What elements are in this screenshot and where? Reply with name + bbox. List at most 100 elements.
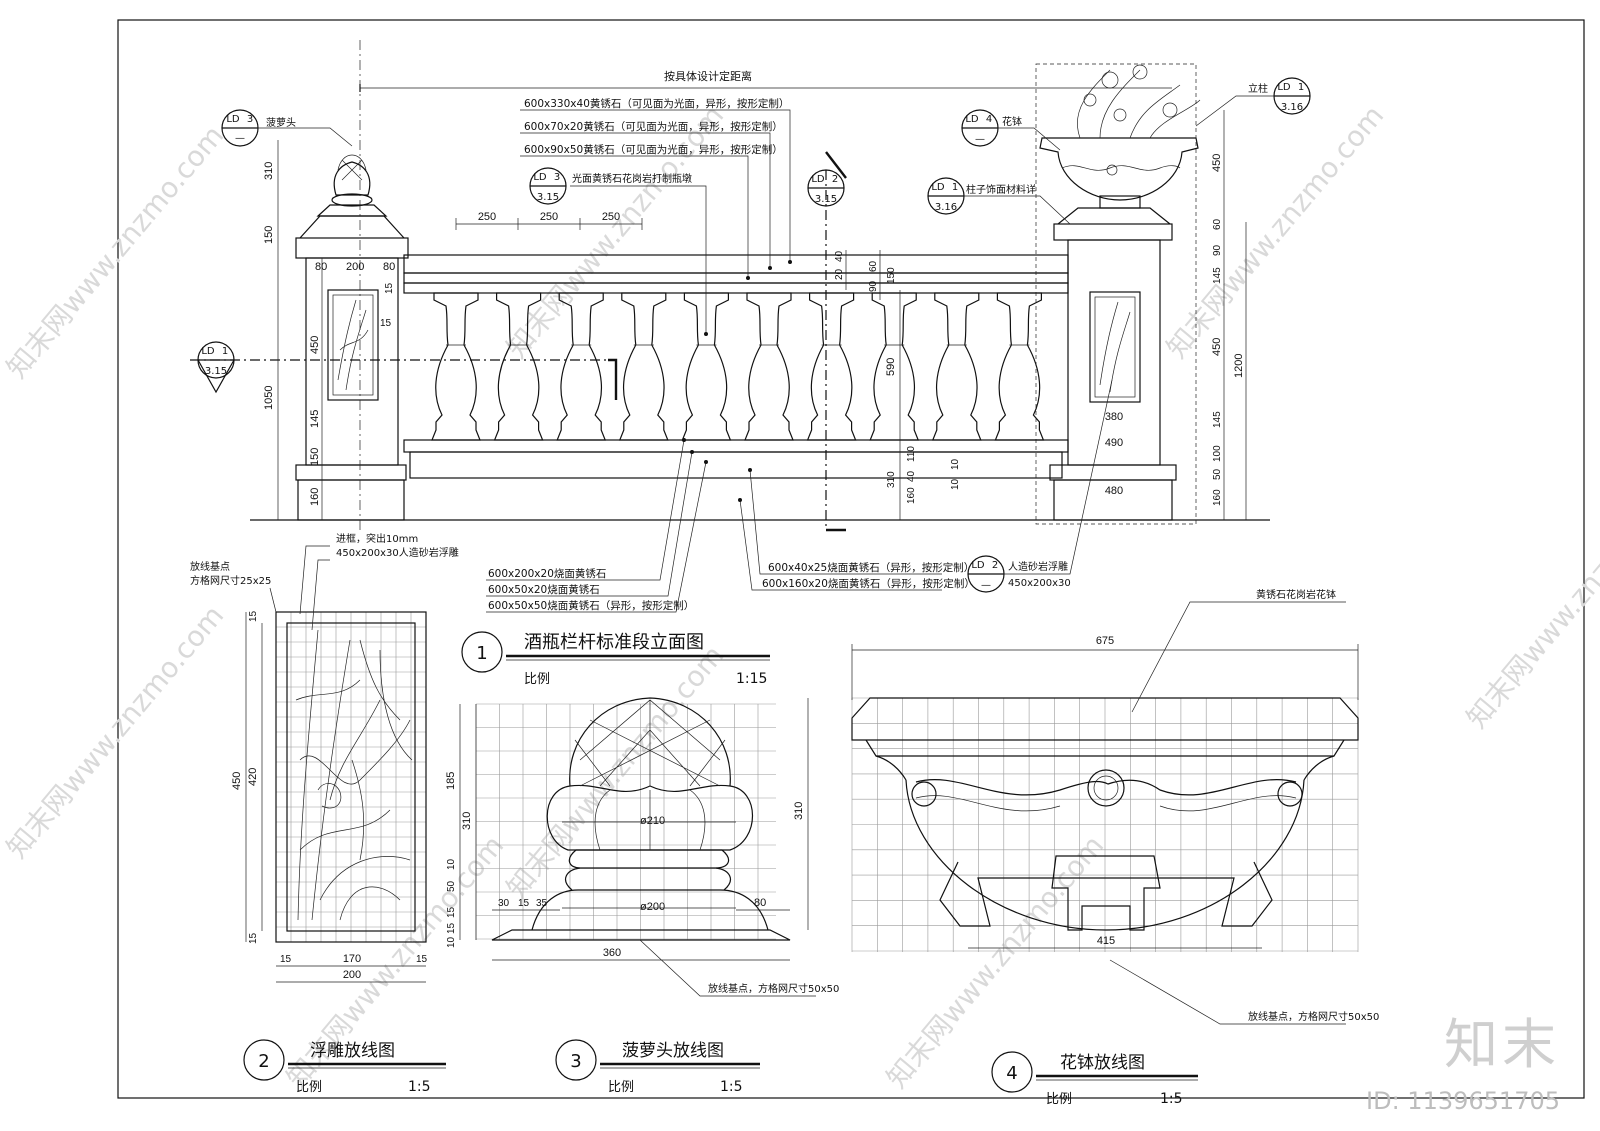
- svg-text:10: 10: [446, 936, 457, 948]
- svg-text:3: 3: [247, 114, 253, 125]
- svg-text:40: 40: [834, 250, 845, 262]
- ref-post-finish: LD 1 3.16 柱子饰面材料详: [927, 177, 1071, 225]
- svg-text:知末网www.znzmo.com: 知末网www.znzmo.com: [1160, 99, 1390, 364]
- svg-text:—: —: [975, 134, 985, 145]
- baluster: [493, 292, 544, 441]
- svg-text:600x160x20烧面黄锈石（异形，按形定制）: 600x160x20烧面黄锈石（异形，按形定制）: [762, 577, 975, 590]
- svg-text:知末网www.znzmo.com: 知末网www.znzmo.com: [0, 599, 230, 864]
- svg-text:60: 60: [868, 260, 879, 272]
- svg-text:按具体设计定距离: 按具体设计定距离: [664, 69, 752, 83]
- svg-text:20: 20: [834, 268, 845, 280]
- title-1: 1 酒瓶栏杆标准段立面图 比例 1:15: [461, 631, 770, 687]
- svg-text:50: 50: [1212, 468, 1223, 480]
- dims-left: 310 150 1050 450 145 150 160 80 200 80 1…: [263, 140, 395, 520]
- dims-top: 250 250 250: [455, 211, 643, 230]
- svg-text:花钵: 花钵: [1002, 115, 1022, 128]
- ref-pineapple: LD 3 — 菠萝头: [221, 109, 353, 147]
- svg-text:花钵放线图: 花钵放线图: [1060, 1053, 1145, 1073]
- svg-text:比例: 比例: [1046, 1092, 1072, 1107]
- svg-text:60: 60: [1212, 218, 1223, 230]
- svg-text:185: 185: [445, 772, 457, 790]
- svg-text:480: 480: [1105, 485, 1123, 497]
- svg-text:柱子饰面材料详: 柱子饰面材料详: [966, 183, 1036, 196]
- svg-text:145: 145: [1212, 267, 1223, 284]
- svg-text:黄锈石花岗岩花钵: 黄锈石花岗岩花钵: [1256, 588, 1336, 601]
- svg-text:LD: LD: [811, 174, 825, 185]
- baluster: [806, 292, 857, 441]
- svg-text:15: 15: [248, 932, 259, 944]
- svg-text:590: 590: [885, 358, 897, 376]
- brand-id: ID: 1139651705: [1366, 1087, 1560, 1115]
- svg-text:675: 675: [1096, 635, 1114, 647]
- ref-left-section: LD 1 3.15: [197, 341, 235, 394]
- svg-text:15: 15: [384, 282, 395, 294]
- svg-text:380: 380: [1105, 411, 1123, 423]
- svg-text:600x90x50黄锈石（可见面为光面，异形，按形定制）: 600x90x50黄锈石（可见面为光面，异形，按形定制）: [524, 143, 783, 156]
- svg-text:LD: LD: [1277, 82, 1291, 93]
- baluster: [431, 292, 481, 441]
- svg-text:600x200x20烧面黄锈石: 600x200x20烧面黄锈石: [488, 567, 606, 580]
- svg-text:80: 80: [754, 897, 766, 909]
- svg-text:1200: 1200: [1233, 354, 1245, 378]
- ref-relief: LD 2 — 人造砂岩浮雕 450x200x30: [967, 379, 1113, 593]
- svg-text:人造砂岩浮雕: 人造砂岩浮雕: [1008, 560, 1068, 573]
- svg-text:ø200: ø200: [640, 901, 665, 913]
- svg-text:40: 40: [906, 470, 917, 482]
- svg-text:知末网www.znzmo.com: 知末网www.znzmo.com: [0, 119, 230, 384]
- svg-text:160: 160: [1212, 489, 1223, 506]
- svg-text:1:15: 1:15: [736, 671, 767, 687]
- svg-text:450x200x30人造砂岩浮雕: 450x200x30人造砂岩浮雕: [336, 546, 459, 559]
- svg-text:知末网www.znzmo.com: 知末网www.znzmo.com: [1460, 469, 1600, 734]
- svg-text:310: 310: [263, 162, 275, 180]
- svg-text:15: 15: [446, 922, 457, 934]
- svg-text:—: —: [981, 580, 991, 591]
- svg-text:放线基点: 放线基点: [190, 560, 230, 573]
- svg-text:450: 450: [1211, 154, 1223, 172]
- svg-text:3: 3: [554, 172, 560, 183]
- svg-text:1:5: 1:5: [720, 1079, 743, 1095]
- svg-text:进框，突出10mm: 进框，突出10mm: [336, 532, 418, 545]
- svg-text:4: 4: [986, 114, 992, 125]
- svg-text:3.15: 3.15: [815, 194, 837, 205]
- svg-text:15: 15: [416, 954, 428, 965]
- svg-text:知末网www.znzmo.com: 知末网www.znzmo.com: [500, 99, 730, 364]
- svg-text:360: 360: [603, 947, 621, 959]
- svg-text:90: 90: [1212, 244, 1223, 256]
- svg-text:450: 450: [1211, 338, 1223, 356]
- top-notes: 600x330x40黄锈石（可见面为光面，异形，按形定制） 600x70x20黄…: [520, 97, 792, 336]
- svg-text:LD: LD: [965, 114, 979, 125]
- svg-text:2: 2: [992, 560, 998, 571]
- svg-text:1:5: 1:5: [408, 1079, 431, 1095]
- fig-pineapple: ø210 ø200 310 185 10 50 15 15 10 30 15 3…: [445, 697, 839, 997]
- title-2: 2 浮雕放线图 比例 1:5: [243, 1039, 446, 1095]
- title-3: 3 菠萝头放线图 比例 1:5: [555, 1039, 760, 1095]
- svg-text:450x200x30: 450x200x30: [1008, 578, 1071, 589]
- svg-text:450: 450: [309, 336, 321, 354]
- svg-text:30: 30: [498, 898, 510, 909]
- baluster: [931, 292, 982, 441]
- watermarks: 知末网www.znzmo.com 知末网www.znzmo.com 知末网www…: [0, 99, 1600, 1094]
- svg-text:比例: 比例: [608, 1080, 634, 1095]
- svg-text:15: 15: [446, 906, 457, 918]
- svg-text:3.15: 3.15: [205, 366, 227, 377]
- svg-text:10: 10: [950, 478, 961, 490]
- svg-text:450: 450: [231, 772, 243, 790]
- svg-text:1: 1: [476, 643, 487, 664]
- svg-text:菠萝头放线图: 菠萝头放线图: [622, 1041, 724, 1061]
- svg-text:145: 145: [309, 410, 321, 428]
- svg-text:ø210: ø210: [640, 815, 665, 827]
- svg-text:菠萝头: 菠萝头: [266, 117, 296, 129]
- svg-text:3.15: 3.15: [537, 192, 559, 203]
- ref-post: LD 1 3.16 立柱: [1195, 77, 1311, 127]
- bottom-notes: 600x200x20烧面黄锈石 600x50x20烧面黄锈石 600x50x50…: [486, 438, 975, 613]
- drawing-frame: [117, 19, 1585, 1099]
- svg-text:15: 15: [248, 610, 259, 622]
- ref-flowerpot: LD 4 — 花钵: [961, 109, 1061, 151]
- fig-relief: 放线基点 方格网尺寸25x25 进框，突出10mm 450x200x30人造砂岩…: [190, 532, 459, 983]
- svg-text:80: 80: [383, 261, 395, 273]
- svg-text:600x50x50烧面黄锈石（异形，按形定制）: 600x50x50烧面黄锈石（异形，按形定制）: [488, 599, 694, 612]
- svg-text:1: 1: [222, 346, 228, 357]
- title-4: 4 花钵放线图 比例 1:5: [991, 1051, 1198, 1107]
- svg-text:放线基点，方格网尺寸50x50: 放线基点，方格网尺寸50x50: [708, 982, 839, 995]
